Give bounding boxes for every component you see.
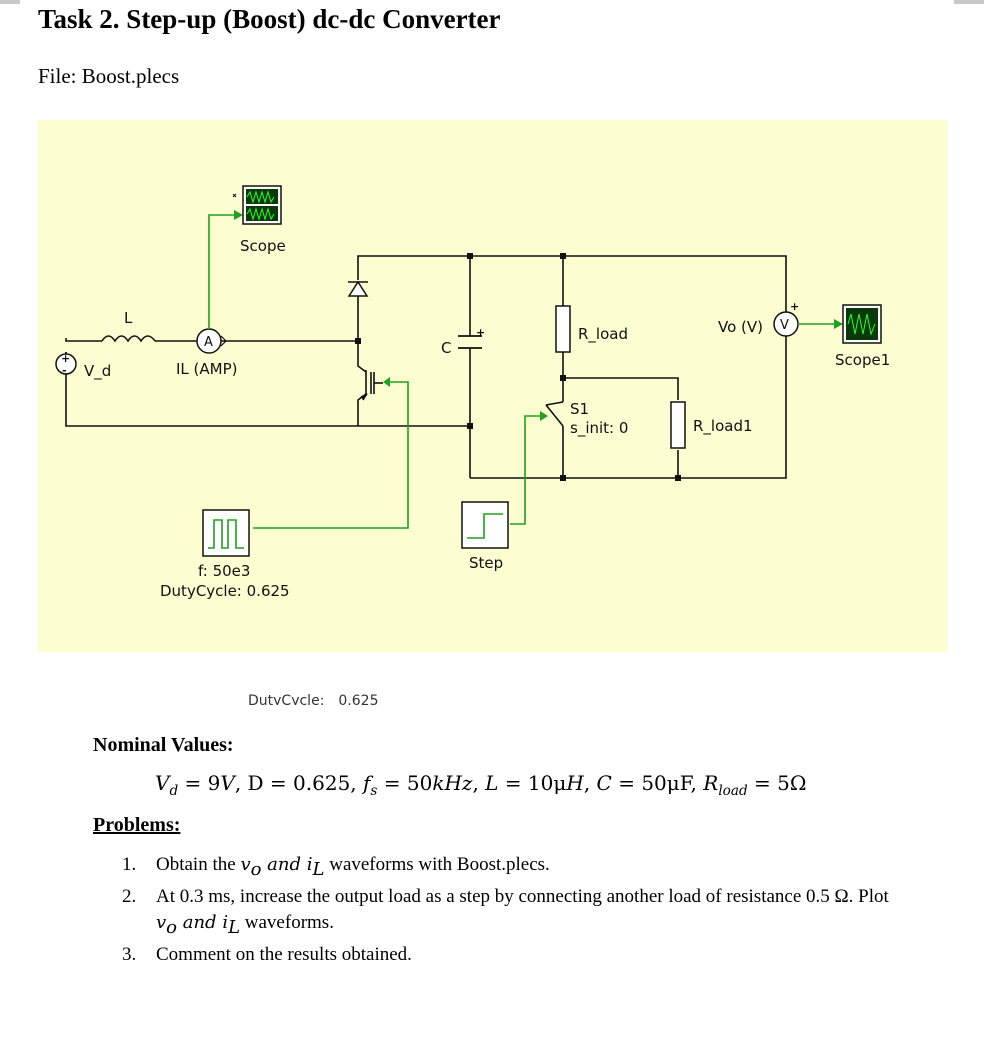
eq-sep-l: , (472, 771, 486, 795)
capacitor-plus: + (476, 326, 485, 339)
r-load-resistor[interactable] (555, 305, 571, 353)
list-item-number: 3. (122, 943, 137, 965)
capacitor[interactable] (458, 335, 482, 349)
r-load1-resistor[interactable] (670, 401, 686, 449)
eq-fs-unit: kHz (432, 771, 473, 795)
eq-r-value: = 5Ω (747, 771, 807, 795)
eq-r-sub: load (718, 783, 748, 799)
r-load1-label: R_load1 (693, 417, 753, 436)
switch-label: S1 (570, 400, 589, 418)
capacitor-label: C (441, 339, 451, 357)
pulse-freq-label: f: 50e3 (198, 562, 250, 580)
eq-r-symbol: R (703, 771, 719, 795)
inductor[interactable] (101, 335, 156, 343)
math-vo-sub: o (250, 858, 262, 880)
nominal-values-heading: Nominal Values: (93, 734, 234, 756)
eq-c-symbol: C (596, 771, 612, 795)
page-corner-left (0, 0, 20, 4)
eq-vd-value: = 9 (178, 771, 221, 795)
math-il: i (222, 911, 229, 933)
math-il: i (306, 854, 313, 875)
list-item: 2. At 0.3 ms, increase the output load as… (122, 884, 912, 942)
math-il-sub: L (312, 858, 325, 880)
problems-heading: Problems: (93, 814, 181, 836)
voltmeter-label: Vo (V) (718, 318, 763, 336)
eq-l-value: = 10μ (498, 771, 567, 795)
svg-text:+: + (61, 352, 70, 365)
igbt-switch[interactable] (360, 370, 383, 401)
eq-fs-symbol: f (363, 771, 371, 795)
math-and: and (177, 911, 223, 933)
problems-list: 1.Obtain the vo and iL waveforms with Bo… (122, 852, 912, 968)
signal-arrows (234, 210, 843, 421)
r-load-label: R_load (578, 325, 628, 344)
dc-voltage-source[interactable]: + - (55, 352, 77, 377)
cutoff-text-a: DutyCycle: (248, 694, 325, 705)
scope-block[interactable] (242, 185, 282, 225)
math-vo-sub: o (166, 916, 178, 938)
switch-init-label: s_init: 0 (570, 419, 628, 438)
scope1-label: Scope1 (835, 351, 890, 369)
scope-input-marker (232, 193, 237, 198)
list-item: 3. Comment on the results obtained. (122, 942, 912, 968)
file-name: File: Boost.plecs (38, 64, 180, 88)
nominal-values-equation: Vd = 9V, D = 0.625, fs = 50kHz, L = 10μH… (155, 771, 806, 799)
source-label: V_d (84, 362, 111, 381)
svg-text:-: - (62, 364, 67, 377)
eq-c-value: = 50μF, (611, 771, 704, 795)
list-item-number: 2. (122, 885, 137, 907)
pulse-duty-label: DutyCycle: 0.625 (160, 582, 290, 600)
eq-l-unit: H (566, 771, 584, 795)
list-item-text: Obtain the (156, 854, 241, 875)
diode[interactable] (347, 280, 369, 297)
page-corner-right (954, 0, 984, 4)
eq-sep-c: , (583, 771, 597, 795)
cutoff-text: DutyCycle: 0.625 (248, 694, 408, 705)
list-item-text: At 0.3 ms, increase the output load as a… (156, 885, 889, 907)
math-il-sub: L (228, 916, 241, 938)
top-rail (357, 255, 787, 312)
boost-schematic: + - V_d L A IL (AMP) (55, 185, 890, 600)
ammeter[interactable]: A (196, 328, 227, 354)
r-load1-top-wire (563, 377, 679, 400)
scope1-block[interactable] (842, 304, 882, 344)
page-title: Task 2. Step-up (Boost) dc-dc Converter (38, 4, 501, 34)
math-vo: v (156, 911, 167, 933)
list-item: 1. Obtain the vo and iL waveforms with Bo… (122, 852, 912, 884)
step-block[interactable] (461, 501, 509, 549)
step-label: Step (469, 554, 503, 572)
ammeter-symbol: A (204, 335, 213, 350)
list-item-text-end: waveforms. (240, 911, 334, 933)
list-item-text-end: waveforms with Boost.plecs. (324, 854, 550, 875)
cutoff-text-b: 0.625 (338, 694, 379, 705)
voltmeter-symbol: V (780, 318, 789, 333)
list-item-number: 1. (122, 854, 137, 875)
source-to-inductor-wire (65, 338, 102, 342)
junction-dots (355, 253, 681, 481)
math-and: and (261, 854, 307, 875)
eq-fs-value: = 50 (377, 771, 433, 795)
inductor-label: L (124, 309, 133, 327)
eq-vd-symbol: V (155, 771, 170, 795)
scope-label: Scope (240, 237, 286, 255)
bottom-rail-right (470, 336, 787, 479)
switch-s1[interactable] (545, 404, 564, 427)
eq-vd-sub: d (169, 783, 179, 799)
schematic-canvas: + - V_d L A IL (AMP) (38, 120, 948, 652)
bottom-wire-left (65, 352, 470, 427)
eq-fs-sub: s (370, 783, 378, 799)
svg-text:+: + (790, 300, 799, 313)
eq-l-symbol: L (485, 771, 499, 795)
eq-vd-unit: V (220, 771, 235, 795)
list-item-text: Comment on the results obtained. (156, 943, 412, 965)
math-vo: v (240, 854, 251, 875)
eq-duty: , D = 0.625, (234, 771, 364, 795)
pulse-generator[interactable] (202, 509, 250, 557)
signal-wires (208, 214, 834, 529)
ammeter-label: IL (AMP) (176, 360, 238, 378)
